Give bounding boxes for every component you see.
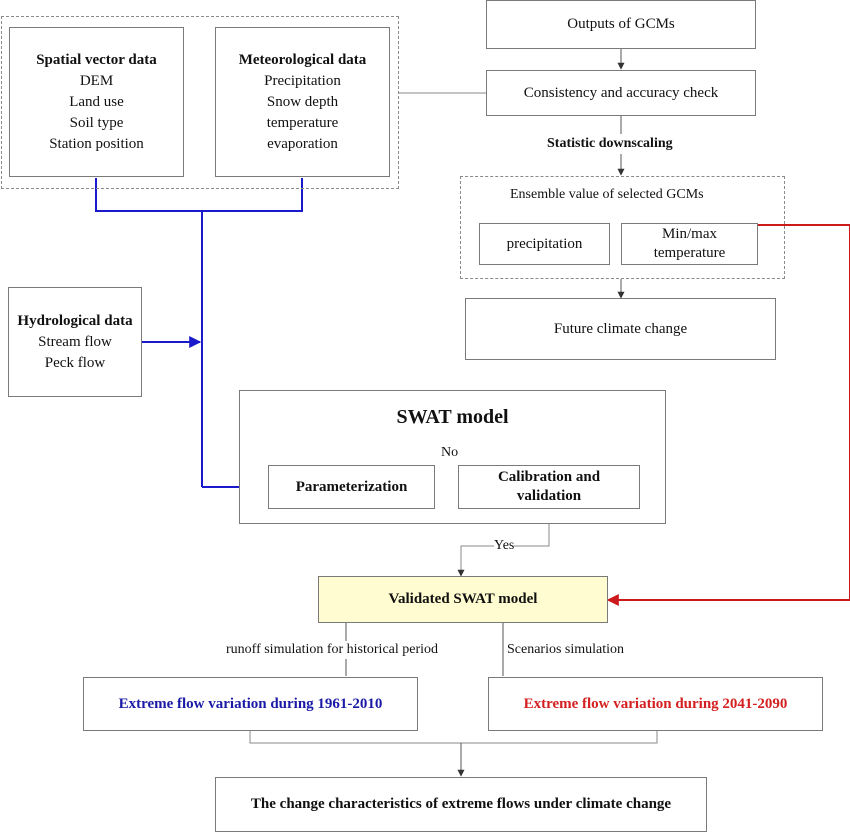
future-extreme-flow-label: Extreme flow variation during 2041-2090	[523, 695, 788, 712]
consistency-check-box: Consistency and accuracy check	[486, 70, 756, 116]
spatial-item-station-position: Station position	[49, 135, 144, 152]
final-change-characteristics-box: The change characteristics of extreme fl…	[215, 777, 707, 832]
validation-label: validation	[516, 488, 582, 504]
hydrological-title: Hydrological data	[17, 312, 133, 329]
consistency-check-label: Consistency and accuracy check	[523, 84, 719, 101]
red-arrow-temperature	[606, 224, 850, 606]
outputs-of-gcms-label: Outputs of GCMs	[567, 16, 675, 32]
historical-simulation-label: runoff simulation for historical period	[226, 641, 439, 659]
calibration-validation-box: Calibration and validation	[458, 465, 640, 509]
no-label: No	[441, 444, 459, 462]
outputs-of-gcms-box: Outputs of GCMs	[486, 0, 756, 49]
hydrological-item-peck-flow: Peck flow	[44, 354, 106, 371]
yes-label: Yes	[494, 537, 515, 555]
meteorological-title: Meteorological data	[238, 51, 367, 68]
calibration-label: Calibration and	[497, 469, 601, 485]
validated-swat-model-label: Validated SWAT model	[388, 591, 538, 607]
statistic-downscaling-label: Statistic downscaling	[547, 135, 673, 153]
scenarios-simulation-label: Scenarios simulation	[507, 641, 625, 659]
meteorological-item-snow-depth: Snow depth	[266, 93, 339, 110]
precipitation-label: precipitation	[506, 235, 583, 252]
meteorological-item-precipitation: Precipitation	[264, 72, 341, 89]
future-climate-change-box: Future climate change	[465, 298, 776, 360]
spatial-item-dem: DEM	[79, 72, 114, 89]
historical-extreme-flow-label: Extreme flow variation during 1961-2010	[118, 695, 383, 712]
ensemble-group	[460, 176, 785, 279]
parameterization-box: Parameterization	[268, 465, 435, 509]
min-max-temperature-box: Min/max temperature	[621, 223, 758, 265]
historical-extreme-flow-box: Extreme flow variation during 1961-2010	[83, 677, 418, 731]
hydrological-item-stream-flow: Stream flow	[38, 333, 112, 350]
final-change-characteristics-label: The change characteristics of extreme fl…	[250, 796, 672, 812]
blue-bracket	[95, 178, 303, 212]
merge-bracket	[249, 731, 658, 744]
spatial-item-soil-type: Soil type	[69, 114, 124, 131]
min-max-label: Min/max	[662, 226, 717, 242]
spatial-vector-data-box: Spatial vector data DEM Land use Soil ty…	[9, 27, 184, 177]
meteorological-item-temperature: temperature	[266, 114, 339, 131]
input-data-group	[1, 16, 399, 189]
spatial-vector-title: Spatial vector data	[36, 51, 157, 68]
spatial-item-land-use: Land use	[69, 93, 124, 110]
parameterization-label: Parameterization	[295, 478, 408, 495]
temperature-label: temperature	[653, 245, 726, 261]
future-climate-change-label: Future climate change	[553, 320, 688, 337]
validated-swat-model-box: Validated SWAT model	[318, 576, 608, 623]
meteorological-data-box: Meteorological data Precipitation Snow d…	[215, 27, 390, 177]
ensemble-title: Ensemble value of selected GCMs	[510, 187, 704, 202]
hydrological-data-box: Hydrological data Stream flow Peck flow	[8, 287, 142, 397]
precipitation-box: precipitation	[479, 223, 610, 265]
future-extreme-flow-box: Extreme flow variation during 2041-2090	[488, 677, 823, 731]
meteorological-item-evaporation: evaporation	[267, 135, 338, 152]
swat-model-title: SWAT model	[396, 406, 509, 428]
